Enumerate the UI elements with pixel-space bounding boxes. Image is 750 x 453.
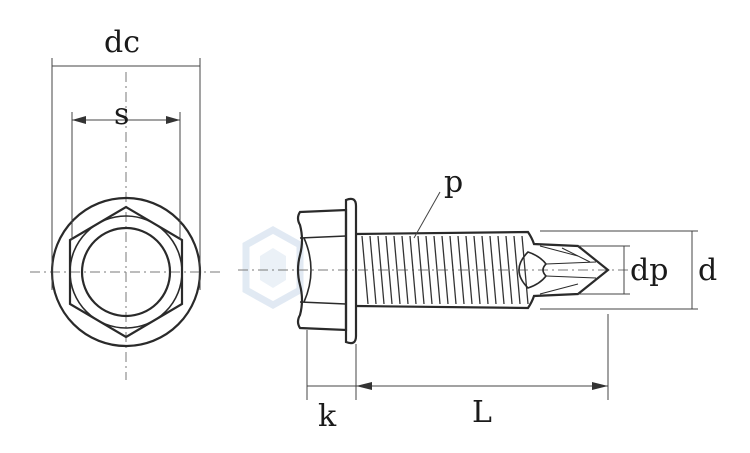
- L-arrow-right: [592, 382, 608, 390]
- p-leader-line: [413, 191, 441, 239]
- d-dimension: d: [540, 230, 717, 310]
- thread-line: [401, 235, 409, 305]
- thread-line: [361, 235, 369, 305]
- hex-inner-circle: [69, 215, 183, 329]
- dc-label: dc: [104, 25, 140, 60]
- hex-head-curve: [303, 237, 312, 303]
- drill-edge-lower: [545, 275, 597, 279]
- thread-line: [441, 235, 449, 305]
- thread-line: [385, 235, 393, 305]
- thread-line: [481, 235, 489, 305]
- s-label: s: [114, 97, 129, 132]
- drill-cut-line-3: [561, 247, 591, 263]
- thread-line: [521, 235, 529, 305]
- L-label: L: [472, 395, 492, 430]
- hex-head-facet-line-2: [299, 301, 347, 305]
- thread-line: [393, 235, 401, 305]
- drill-cut-line-2: [539, 283, 579, 295]
- shank-outline: [355, 230, 610, 310]
- dc-dimension: dc: [51, 25, 201, 290]
- thread-line: [497, 235, 505, 305]
- dp-dimension: dp: [578, 245, 668, 295]
- thread-line: [505, 235, 513, 305]
- side-view: [238, 197, 640, 345]
- thread-line: [425, 235, 433, 305]
- dp-label: dp: [630, 253, 668, 288]
- shank-circle: [80, 226, 172, 318]
- washer-flange: [344, 197, 358, 345]
- thread-line: [417, 235, 425, 305]
- p-label: p: [444, 165, 463, 200]
- thread-line: [457, 235, 465, 305]
- k-label: k: [318, 399, 337, 434]
- s-dimension: s: [71, 97, 181, 240]
- hex-head-facet-line-1: [299, 235, 347, 239]
- p-callout: p: [413, 165, 463, 239]
- thread-pattern: [361, 235, 529, 305]
- d-label: d: [698, 253, 717, 288]
- L-arrow-left: [356, 382, 372, 390]
- thread-line: [465, 235, 473, 305]
- k-dimension: k: [306, 330, 357, 434]
- s-arrow-left: [72, 116, 86, 124]
- hex-outline: [68, 205, 184, 339]
- thread-line: [489, 235, 497, 305]
- drill-edge-upper: [545, 261, 597, 265]
- thread-line: [449, 235, 457, 305]
- thread-line: [473, 235, 481, 305]
- watermark-logo: [242, 225, 304, 310]
- thread-line: [369, 235, 377, 305]
- thread-line: [433, 235, 441, 305]
- thread-line: [377, 235, 385, 305]
- drill-cut-line-1: [539, 245, 579, 257]
- L-dimension: L: [356, 314, 609, 430]
- hex-head-side: [296, 208, 348, 332]
- s-arrow-right: [166, 116, 180, 124]
- thread-line: [409, 235, 417, 305]
- thread-line: [513, 235, 521, 305]
